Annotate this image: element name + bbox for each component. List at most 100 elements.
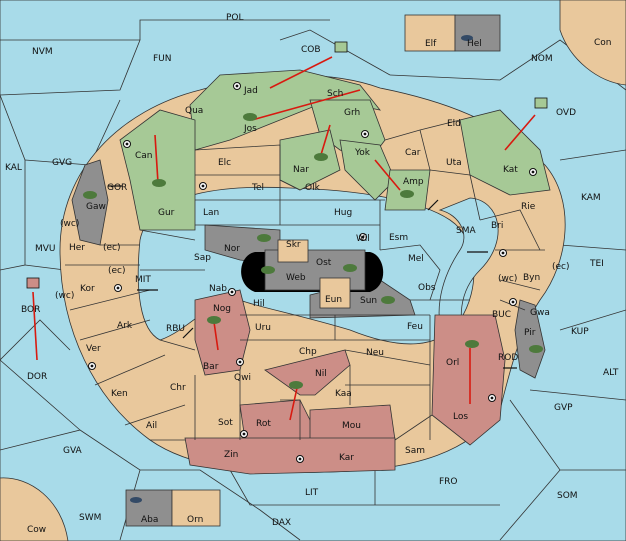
skr-territory[interactable] bbox=[277, 239, 309, 263]
label-gur: Gur bbox=[158, 208, 175, 218]
label-yok: Yok bbox=[354, 148, 371, 158]
label-kat: Kat bbox=[503, 165, 518, 175]
label-gvp: GVP bbox=[554, 403, 573, 413]
yok-territory[interactable] bbox=[339, 139, 396, 201]
pir-territory[interactable] bbox=[514, 299, 546, 379]
label-kor: Kor bbox=[80, 284, 95, 294]
label-bor: BOR bbox=[21, 305, 40, 315]
label-tei: TEI bbox=[589, 259, 604, 269]
label-nom: NOM bbox=[531, 54, 553, 64]
label-obs: Obs bbox=[418, 283, 436, 293]
nil-territory[interactable] bbox=[264, 349, 351, 396]
label-sun: Sun bbox=[360, 296, 377, 306]
label-grh: Grh bbox=[344, 108, 360, 118]
label-nog: Nog bbox=[213, 304, 231, 314]
label-ovd: OVD bbox=[556, 108, 576, 118]
hel-territory[interactable] bbox=[454, 14, 501, 52]
label-elf: Elf bbox=[425, 39, 437, 49]
label-nor: Nor bbox=[224, 244, 240, 254]
label-ec-byn: (ec) bbox=[552, 262, 570, 272]
eun-territory[interactable] bbox=[319, 277, 351, 309]
label-bri: Bri bbox=[491, 221, 503, 231]
label-rbu: RBU bbox=[166, 324, 185, 334]
label-esm: Esm bbox=[389, 233, 408, 243]
label-nil: Nil bbox=[315, 369, 327, 379]
label-hug: Hug bbox=[334, 208, 352, 218]
label-fro: FRO bbox=[439, 477, 458, 487]
sea-boundaries bbox=[0, 19, 626, 541]
coastal-links bbox=[108, 185, 517, 369]
label-los: Los bbox=[453, 412, 468, 422]
label-rod: ROD bbox=[498, 353, 518, 363]
label-hil: Hil bbox=[253, 299, 265, 309]
label-chp: Chp bbox=[299, 347, 317, 357]
label-jad: Jad bbox=[243, 86, 258, 96]
label-kaa: Kaa bbox=[335, 389, 352, 399]
label-elc: Elc bbox=[218, 158, 231, 168]
label-fun: FUN bbox=[153, 54, 172, 64]
label-jos: Jos bbox=[243, 124, 257, 134]
label-sma: SMA bbox=[456, 226, 476, 236]
label-orn: Orn bbox=[187, 515, 203, 525]
label-zin: Zin bbox=[224, 450, 238, 460]
label-rot: Rot bbox=[256, 419, 271, 429]
label-swm: SWM bbox=[79, 513, 101, 523]
label-sap: Sap bbox=[194, 253, 211, 263]
label-feu: Feu bbox=[407, 322, 423, 332]
label-eun: Eun bbox=[325, 295, 342, 305]
label-kar: Kar bbox=[339, 453, 354, 463]
label-gaw: Gaw bbox=[86, 202, 106, 212]
label-mit: MIT bbox=[135, 275, 151, 285]
label-gor: GOR bbox=[107, 183, 127, 193]
label-gvg: GVG bbox=[52, 158, 72, 168]
label-cow: Cow bbox=[27, 525, 46, 535]
label-mou: Mou bbox=[342, 421, 361, 431]
label-ost: Ost bbox=[316, 258, 332, 268]
supply-centers bbox=[88, 82, 537, 463]
label-ec-kor: (ec) bbox=[108, 266, 126, 276]
label-wc-gaw: (wc) bbox=[60, 219, 79, 229]
label-wc-byn: (wc) bbox=[498, 274, 517, 284]
label-dor: DOR bbox=[27, 372, 47, 382]
label-nab: Nab bbox=[209, 284, 227, 294]
unit-markers bbox=[26, 35, 548, 503]
label-sot: Sot bbox=[218, 418, 233, 428]
label-ail: Ail bbox=[146, 421, 157, 431]
label-olk: Olk bbox=[305, 183, 321, 193]
jad-sch-territories[interactable] bbox=[189, 69, 381, 151]
order-arrows bbox=[32, 56, 536, 421]
label-bar: Bar bbox=[203, 362, 219, 372]
orn-territory[interactable] bbox=[171, 489, 221, 527]
label-orl: Orl bbox=[446, 358, 459, 368]
label-neu: Neu bbox=[366, 348, 384, 358]
label-nvm: NVM bbox=[32, 47, 53, 57]
label-uru: Uru bbox=[255, 323, 271, 333]
amp-territory[interactable] bbox=[384, 169, 431, 211]
label-con: Con bbox=[594, 38, 612, 48]
label-cob: COB bbox=[301, 45, 321, 55]
label-kup: KUP bbox=[571, 327, 589, 337]
label-wil: Wil bbox=[356, 234, 370, 244]
label-skr: Skr bbox=[286, 240, 301, 250]
label-mel: Mel bbox=[408, 254, 424, 264]
label-alt: ALT bbox=[603, 368, 619, 378]
label-kal: KAL bbox=[5, 163, 22, 173]
label-car: Car bbox=[405, 148, 421, 158]
label-sam: Sam bbox=[405, 446, 425, 456]
label-web: Web bbox=[286, 273, 306, 283]
label-rie: Rie bbox=[521, 202, 536, 212]
label-aba: Aba bbox=[141, 515, 158, 525]
label-ec-gaw: (ec) bbox=[103, 243, 121, 253]
label-nar: Nar bbox=[293, 165, 309, 175]
label-kam: KAM bbox=[581, 193, 601, 203]
label-eld: Eld bbox=[447, 119, 461, 129]
label-chr: Chr bbox=[170, 383, 186, 393]
zin-kar-territories[interactable] bbox=[184, 437, 396, 475]
land-boundaries bbox=[65, 119, 545, 441]
label-ken: Ken bbox=[111, 389, 128, 399]
label-uta: Uta bbox=[446, 158, 462, 168]
label-her: Her bbox=[69, 243, 85, 253]
label-gwa: Gwa bbox=[530, 308, 550, 318]
